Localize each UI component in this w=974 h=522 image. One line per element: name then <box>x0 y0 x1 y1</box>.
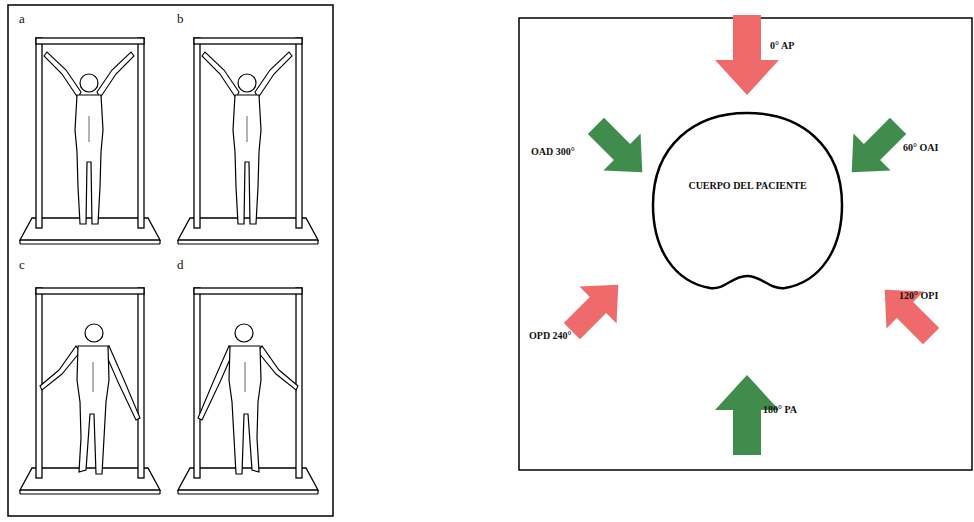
projection-label: 120° OPI <box>899 290 938 301</box>
projection-label: 0° AP <box>770 40 794 51</box>
person-oblique-front <box>198 324 298 474</box>
panel-letter: d <box>177 257 184 273</box>
person-back <box>202 52 292 224</box>
body-label: CUERPO DEL PACIENTE <box>650 180 845 191</box>
projection-label: 180° PA <box>763 404 797 415</box>
beam-arrow-pa <box>715 375 779 455</box>
beam-arrow-oad <box>577 107 660 190</box>
body-outline <box>653 113 842 288</box>
person-oblique-back <box>40 324 140 474</box>
position-c <box>20 288 160 494</box>
beam-arrow-ap <box>715 15 779 95</box>
frame <box>178 38 318 244</box>
person-front <box>44 52 134 224</box>
frame <box>20 38 160 244</box>
patient-body: CUERPO DEL PACIENTE <box>650 110 845 298</box>
frame <box>178 288 318 494</box>
position-d <box>178 288 318 494</box>
projection-label: 60° OAI <box>903 142 938 153</box>
panel-letter: a <box>19 11 25 27</box>
projection-label: OPD 240° <box>529 330 572 341</box>
panel-letter: b <box>177 11 184 27</box>
position-b <box>178 38 318 244</box>
panel-letter: c <box>19 257 25 273</box>
position-a <box>20 38 160 244</box>
body-outline-svg <box>650 110 845 298</box>
beam-arrow-opi <box>866 271 949 354</box>
panel-border <box>8 5 333 516</box>
projection-label: OAD 300° <box>531 146 575 157</box>
frame <box>20 288 160 494</box>
